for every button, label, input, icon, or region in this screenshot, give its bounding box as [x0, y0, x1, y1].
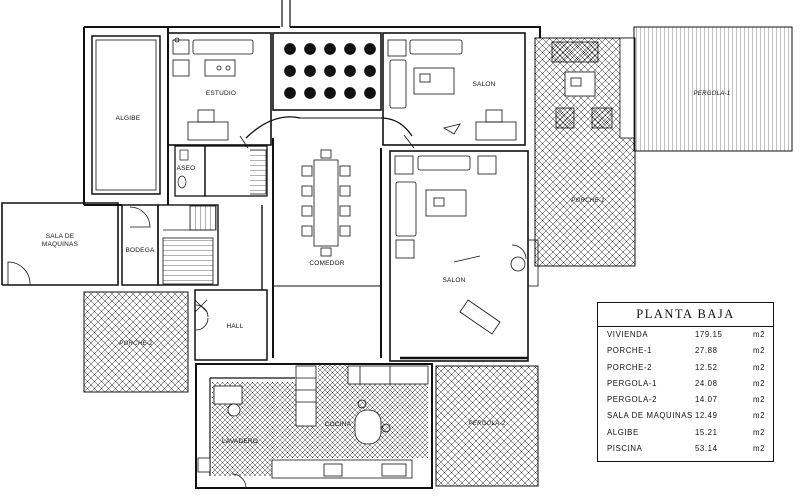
legend-row: VIVIENDA 179.15 m2 [598, 327, 773, 343]
porche-1-furniture [551, 41, 613, 129]
legend-row-value: 12.52 [695, 362, 718, 372]
legend-row-unit: m2 [752, 362, 765, 372]
label-comedor: COMEDOR [309, 260, 344, 267]
legend-row: PORCHE-1 27.88 m2 [598, 343, 773, 359]
label-porche-1: PORCHE-1 [571, 198, 604, 204]
legend-row-name: PISCINA [607, 444, 643, 454]
legend-row-area: 15.21 m2 [695, 425, 765, 441]
salon-top-furniture [387, 39, 517, 141]
label-sala-maquinas-1: SALA DE [46, 233, 75, 240]
pergola-1-slats [619, 26, 793, 152]
legend-row-area: 27.88 m2 [695, 343, 765, 359]
legend-row-unit: m2 [752, 346, 765, 356]
legend-row-unit: m2 [752, 395, 765, 405]
legend-row-area: 53.14 m2 [695, 441, 765, 457]
legend-row-name: PERGOLA-2 [607, 395, 658, 405]
cocina-floor-hatch [212, 365, 428, 476]
legend-row-value: 179.15 [695, 330, 723, 339]
label-sala-maquinas-2: MAQUINAS [42, 241, 79, 248]
label-salon-top: SALON [472, 81, 495, 88]
porche-2-hatch [83, 291, 189, 393]
site-line [281, 0, 291, 27]
legend-row-name: PORCHE-2 [607, 362, 653, 372]
walls [1, 26, 541, 489]
legend-row-name: PORCHE-1 [607, 346, 653, 356]
label-hall: HALL [226, 323, 243, 330]
legend-row-area: 24.08 m2 [695, 376, 765, 392]
label-algibe: ALGIBE [116, 115, 141, 122]
aseo-fixtures [177, 149, 267, 195]
legend-row-area: 12.49 m2 [695, 408, 765, 424]
label-porche-2: PORCHE-2 [119, 341, 153, 347]
legend-row-unit: m2 [752, 444, 765, 454]
label-lavadero: LAVADERO [222, 438, 258, 445]
doors [129, 134, 527, 489]
label-pergola-1: PERGOLA-1 [693, 91, 730, 97]
staircase [162, 205, 217, 285]
estudio-furniture [172, 37, 254, 141]
legend-row-area: 14.07 m2 [695, 392, 765, 408]
salon-main-furniture [394, 155, 539, 335]
label-pergola-2: PERGOLA-2 [468, 421, 505, 427]
legend-row: PERGOLA-1 24.08 m2 [598, 376, 773, 392]
label-aseo: ASEO [177, 165, 196, 172]
legend-row-value: 53.14 [695, 444, 718, 454]
legend-row-name: ALGIBE [607, 427, 639, 437]
legend-title: PLANTA BAJA [598, 303, 773, 327]
legend-row-unit: m2 [752, 378, 765, 388]
label-cocina: COCINA [325, 421, 352, 428]
kitchen-fixtures [197, 365, 429, 479]
legend-row-unit: m2 [752, 427, 765, 437]
plants-grid [284, 43, 376, 99]
label-estudio: ESTUDIO [206, 90, 236, 97]
legend-row-area: 12.52 m2 [695, 360, 765, 376]
legend-row-value: 12.49 [695, 411, 718, 421]
legend-row-name: SALA DE MAQUINAS [607, 411, 693, 421]
legend-row-value: 15.21 [695, 427, 718, 437]
legend-row-unit: m2 [752, 330, 765, 339]
legend-row: PORCHE-2 12.52 m2 [598, 360, 773, 376]
legend-row: ALGIBE 15.21 m2 [598, 425, 773, 441]
legend-row-value: 27.88 [695, 346, 718, 356]
dining-table [301, 149, 351, 257]
legend-row: PERGOLA-2 14.07 m2 [598, 392, 773, 408]
legend-row: PISCINA 53.14 m2 [598, 441, 773, 457]
legend-row-name: PERGOLA-1 [607, 378, 658, 388]
legend-row-value: 14.07 [695, 395, 718, 405]
legend-row-area: 179.15 m2 [695, 327, 765, 343]
legend-row-name: VIVIENDA [607, 330, 649, 339]
pergola-2-hatch [435, 365, 539, 487]
legend-row-value: 24.08 [695, 378, 718, 388]
label-salon-main: SALON [442, 277, 465, 284]
legend-row-unit: m2 [752, 411, 765, 421]
label-bodega: BODEGA [125, 247, 154, 254]
